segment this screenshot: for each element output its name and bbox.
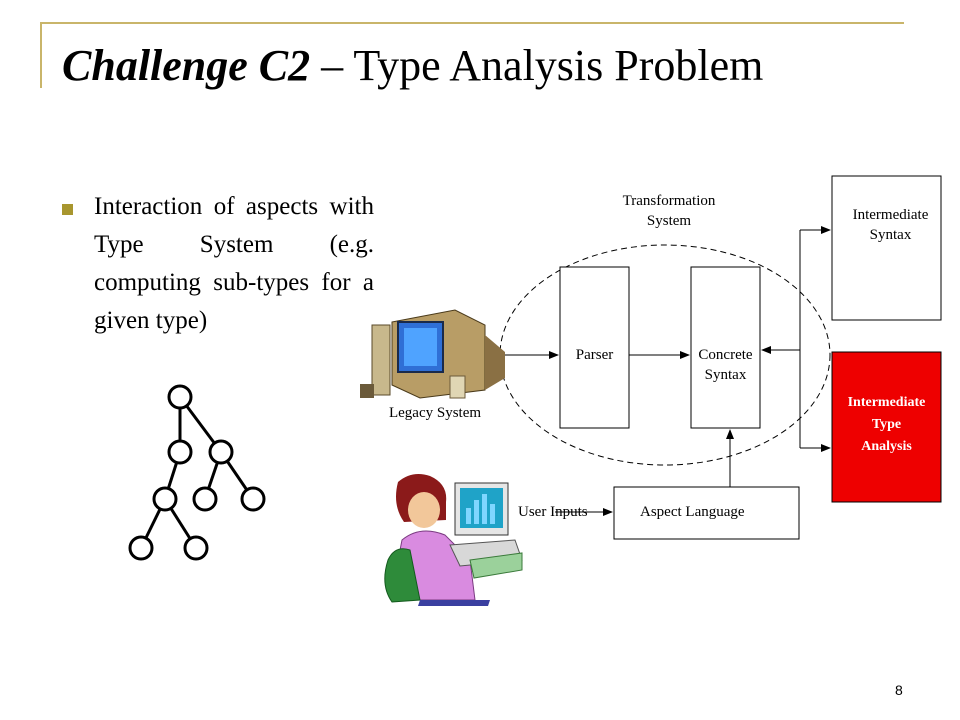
tree-node (152, 486, 178, 512)
aspect-language-box (613, 486, 800, 540)
tree-node (192, 486, 218, 512)
type-tree-graph (128, 384, 266, 561)
concrete-syntax-box (690, 266, 761, 429)
transformation-system-ellipse (499, 244, 831, 466)
parser-box (559, 266, 630, 429)
legacy-computer-icon (360, 309, 505, 399)
slide-title: Challenge C2 – Type Analysis Problem (62, 40, 763, 91)
intermediate-type-analysis-label: Intermediate Type Analysis (847, 395, 926, 454)
user-inputs-label: User Inputs (518, 504, 588, 520)
bullet-square-icon (62, 204, 73, 215)
intermediate-type-analysis-box (831, 351, 942, 503)
legacy-system-label: Legacy System (388, 405, 482, 421)
transformation-system-label: Transformation System (622, 193, 716, 229)
diagram-arrows (505, 226, 831, 516)
title-rest: – Type Analysis Problem (310, 41, 764, 90)
title-emphasis: Challenge C2 (62, 41, 311, 90)
intermediate-syntax-label: Intermediate Syntax (852, 207, 929, 243)
page-number: 8 (895, 682, 903, 698)
parser-label: Parser (575, 347, 614, 363)
title-frame-top-rule (40, 22, 904, 24)
concrete-syntax-label: Concrete Syntax (698, 347, 753, 383)
tree-node (208, 439, 234, 465)
tree-node (167, 439, 193, 465)
bullet-text: Interaction of aspects with Type System … (94, 193, 374, 334)
aspect-language-label: Aspect Language (640, 504, 745, 520)
tree-node (167, 384, 193, 410)
tree-node (128, 535, 154, 561)
intermediate-syntax-box (831, 175, 942, 321)
user-at-computer-icon (384, 474, 523, 606)
tree-node (183, 535, 209, 561)
tree-node (240, 486, 266, 512)
title-frame-left-rule (40, 22, 42, 88)
